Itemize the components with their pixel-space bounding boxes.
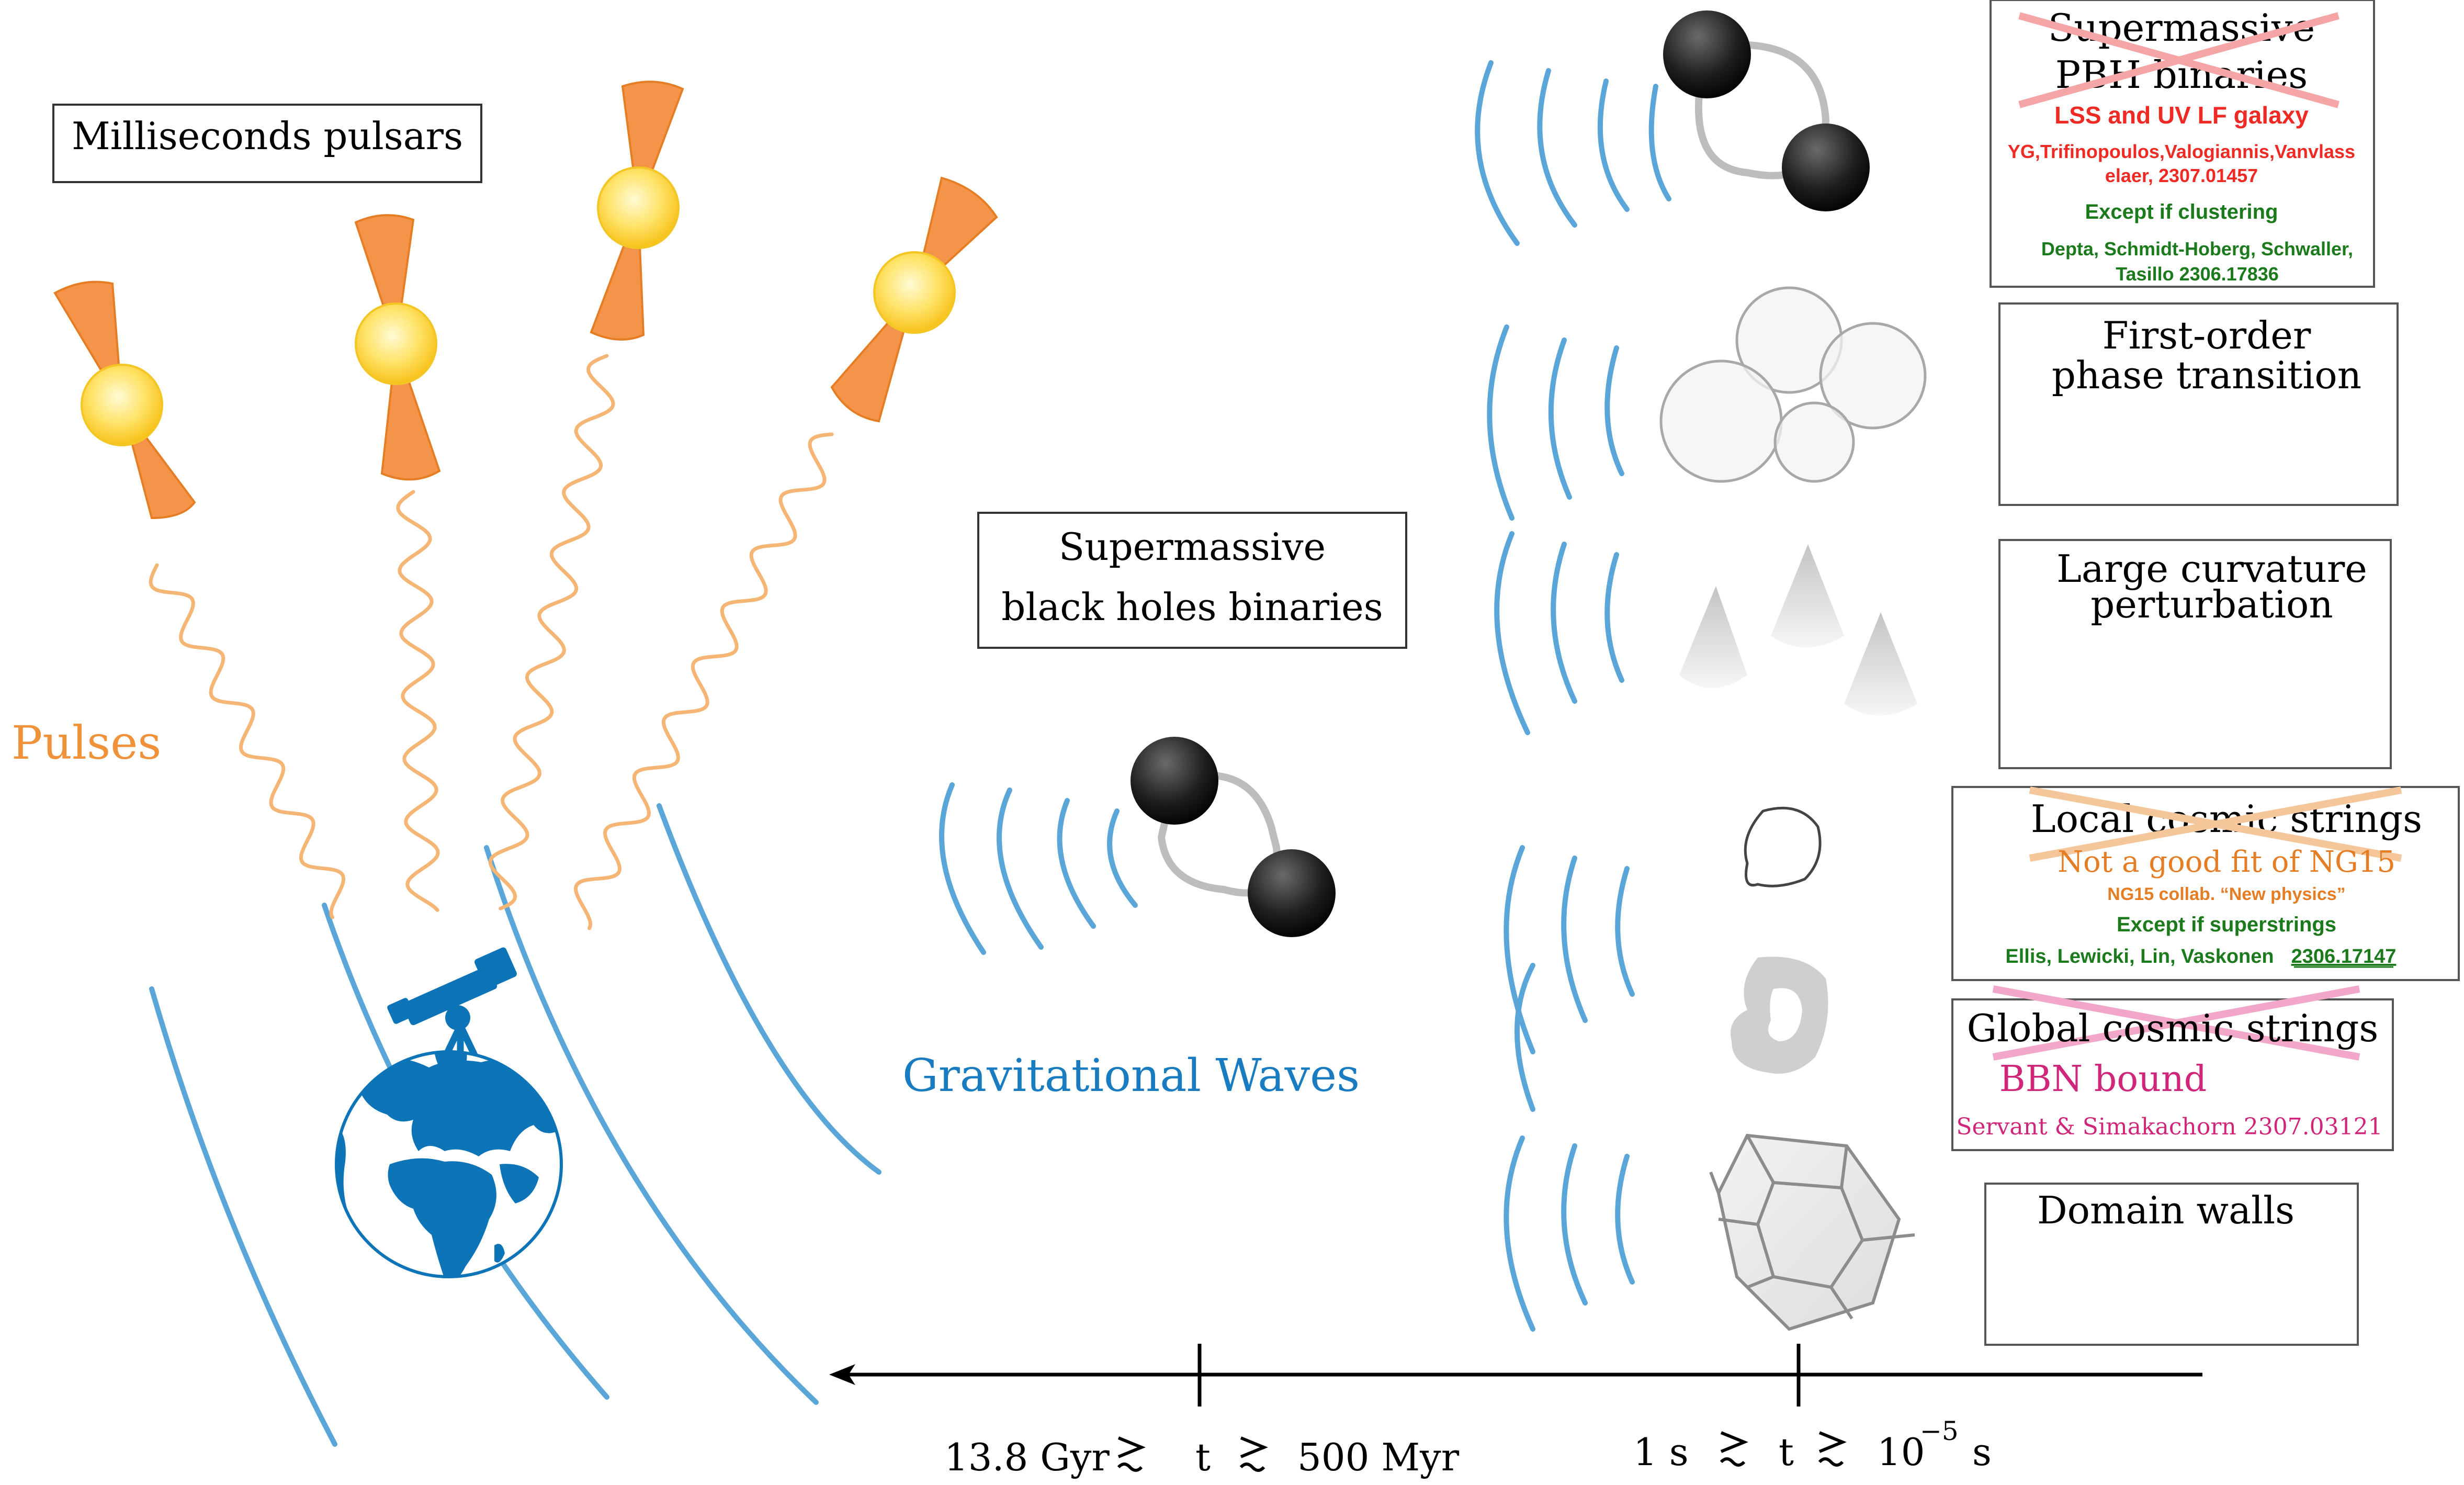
smbh-label-box: Supermassive black holes binaries bbox=[977, 512, 1407, 649]
pulsar-star-icon bbox=[873, 251, 956, 334]
gtrsim-symbol bbox=[1117, 1436, 1146, 1472]
pulse-wave-1 bbox=[149, 563, 346, 919]
late-right: 500 Myr bbox=[1297, 1435, 1460, 1479]
pulsar-1 bbox=[53, 280, 196, 520]
local-cross-out bbox=[2029, 786, 2402, 862]
late-mid: t bbox=[1195, 1435, 1211, 1479]
gtrsim-symbol bbox=[1818, 1431, 1847, 1467]
pulsar-star-icon bbox=[81, 364, 163, 446]
early-base: 10 bbox=[1877, 1430, 1925, 1474]
global-note-1: BBN bound bbox=[1999, 1059, 2207, 1100]
early-time-range: 1 s t 10 −5 s bbox=[1633, 1416, 1992, 1474]
pulse-wave-2 bbox=[396, 490, 440, 912]
pbh-ref-2: Tasillo 2306.17836 bbox=[2116, 263, 2279, 285]
smbh-binary-icon bbox=[939, 737, 1336, 955]
pulse-wave-4 bbox=[573, 432, 834, 930]
pulsar-star-icon bbox=[355, 302, 437, 385]
late-left: 13.8 Gyr bbox=[944, 1435, 1110, 1479]
pbh-note-3: elaer, 2307.01457 bbox=[2105, 165, 2258, 186]
curv-title-line2: perturbation bbox=[2090, 582, 2333, 626]
pulse-wave-3 bbox=[488, 354, 615, 910]
early-left: 1 s bbox=[1633, 1430, 1689, 1474]
local-except: Except if superstrings bbox=[2117, 913, 2336, 936]
string-torus-icon bbox=[1514, 957, 1828, 1112]
gtrsim-symbol bbox=[1239, 1436, 1268, 1472]
local-ref: Ellis, Lewicki, Lin, Vaskonen bbox=[2005, 946, 2274, 968]
dodecahedron-icon bbox=[1504, 1133, 1915, 1332]
pulsar-2 bbox=[354, 214, 441, 481]
pulses-label: Pulses bbox=[12, 716, 161, 770]
gtrsim-symbol bbox=[1720, 1431, 1748, 1467]
dw-title: Domain walls bbox=[2037, 1188, 2295, 1232]
fopt-title-line1: First-order bbox=[2103, 313, 2311, 357]
local-note-1: Not a good fit of NG15 bbox=[2058, 845, 2395, 879]
pbh-cross-out bbox=[2018, 12, 2339, 108]
global-note-2: Servant & Simakachorn 2307.03121 bbox=[1956, 1113, 2382, 1140]
pbh-binary-icon bbox=[1475, 10, 1870, 246]
pbh-source-box: Supermassive PBH binaries LSS and UV LF … bbox=[1990, 0, 2375, 288]
pbh-title-line1: Supermassive bbox=[2048, 6, 2315, 50]
pbh-note-2: YG,Trifinopoulos,Valogiannis,Vanvlass bbox=[2008, 141, 2355, 162]
local-note-2: NG15 collab. “New physics” bbox=[2107, 884, 2345, 904]
fopt-title-line2: phase transition bbox=[2052, 353, 2361, 397]
earth-globe-icon bbox=[335, 1050, 563, 1278]
time-arrow-icon bbox=[829, 1364, 855, 1385]
pulsar-star-icon bbox=[597, 166, 680, 249]
smbh-label-line1: Supermassive bbox=[1059, 525, 1326, 569]
global-title: Global cosmic strings bbox=[1967, 1006, 2379, 1050]
dw-source-box: Domain walls bbox=[1984, 1183, 2359, 1346]
bubbles-icon bbox=[1487, 286, 1927, 521]
earth-gravitational-wave-arcs bbox=[149, 803, 881, 1447]
early-mid: t bbox=[1779, 1430, 1794, 1474]
pulsar-4 bbox=[830, 176, 998, 423]
pbh-ref-1: Depta, Schmidt-Hoberg, Schwaller, bbox=[2041, 238, 2353, 260]
early-unit: s bbox=[1972, 1430, 1992, 1474]
msp-label: Milliseconds pulsars bbox=[72, 114, 463, 158]
time-axis bbox=[829, 1344, 2202, 1407]
late-time-range: 13.8 Gyr t 500 Myr bbox=[944, 1435, 1460, 1479]
gw-label: Gravitational Waves bbox=[902, 1050, 1360, 1102]
global-strings-source-box: Global cosmic strings BBN bound Servant … bbox=[1951, 985, 2394, 1151]
cones-icon bbox=[1494, 531, 1917, 735]
smbh-label-line2: black holes binaries bbox=[1001, 585, 1383, 629]
pbh-note-1: LSS and UV LF galaxy bbox=[2054, 102, 2309, 129]
fopt-source-box: First-order phase transition bbox=[1998, 302, 2399, 506]
local-strings-source-box: Local cosmic strings Not a good fit of N… bbox=[1951, 786, 2460, 981]
pbh-except: Except if clustering bbox=[2085, 200, 2278, 223]
msp-label-box: Milliseconds pulsars bbox=[52, 104, 482, 183]
pulsar-3 bbox=[590, 81, 684, 341]
curv-source-box: Large curvature perturbation bbox=[1998, 539, 2392, 769]
local-ref-link: 2306.17147 bbox=[2291, 946, 2397, 968]
pulsar-signal-waves bbox=[149, 354, 834, 930]
curv-title-line1: Large curvature bbox=[2056, 547, 2367, 591]
global-cross-out bbox=[1992, 985, 2360, 1061]
string-loop-icon bbox=[1504, 806, 1822, 1054]
early-exp: −5 bbox=[1920, 1416, 1959, 1446]
